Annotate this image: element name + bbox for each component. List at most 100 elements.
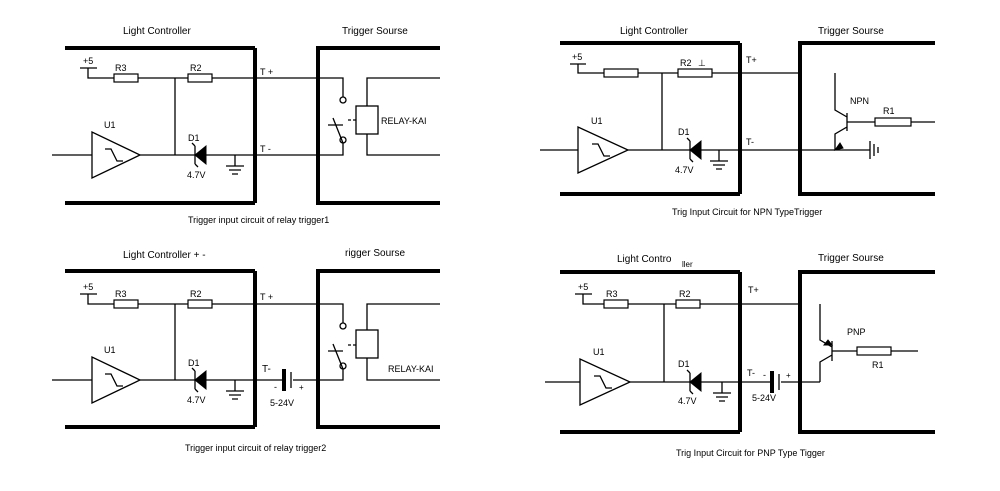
t-plus-label: T + [260, 292, 273, 302]
r2-label: R2 [190, 289, 202, 299]
d1-label: D1 [188, 358, 200, 368]
source-label: Trigger Sourse [818, 253, 884, 264]
zener-voltage: 4.7V [678, 396, 697, 406]
controller-label: Light Controller [123, 26, 191, 37]
source-enclosure [316, 269, 440, 429]
resistor-r3 [113, 73, 139, 83]
t-minus-label: T- [747, 368, 755, 378]
transistor-label: NPN [850, 96, 869, 106]
hysteresis-symbol [594, 375, 612, 389]
resistor-r3 [113, 299, 139, 309]
r1-label: R1 [883, 106, 895, 116]
source-label: Trigger Sourse [818, 26, 884, 37]
caption: Trig Input Circuit for NPN TypeTrigger [672, 207, 822, 217]
battery-voltage: 5-24V [752, 393, 776, 403]
u1-label: U1 [104, 345, 116, 355]
circuit-pnp-trigger: Light Contro ller Trigger Sourse +5 R3 R… [545, 253, 935, 458]
relay-switch [318, 303, 344, 381]
supply-label: +5 [83, 282, 93, 292]
t-minus-label: T- [262, 364, 271, 375]
ground-icon [710, 150, 728, 170]
top-wire [80, 293, 318, 305]
source-enclosure [798, 41, 935, 196]
supply-label: +5 [83, 56, 93, 66]
zener-bar [686, 137, 694, 163]
controller-label: Light Controller + - [123, 250, 206, 261]
zener-diode-d1 [194, 369, 207, 391]
source-label: Trigger Sourse [342, 26, 408, 37]
relay-label: RELAY-KAI [388, 364, 434, 374]
r3-label: R3 [115, 63, 127, 73]
r2-label: R2 [190, 63, 202, 73]
controller-label-tail: ller [682, 260, 693, 269]
t-plus-label: T+ [746, 55, 757, 65]
switch-contact [339, 96, 347, 104]
zener-voltage: 4.7V [187, 170, 206, 180]
battery-minus: - [274, 382, 277, 392]
relay-coil [355, 329, 379, 359]
hysteresis-symbol [105, 373, 123, 387]
zener-diode-d1 [689, 139, 702, 161]
controller-enclosure [560, 270, 742, 434]
battery-voltage: 5-24V [270, 398, 294, 408]
ground-icon [835, 141, 879, 159]
top-wire [575, 293, 800, 305]
zener-diode-d1 [194, 144, 207, 166]
zener-diode-d1 [689, 371, 702, 393]
u1-label: U1 [104, 120, 116, 130]
caption: Trigger input circuit of relay trigger1 [188, 215, 329, 225]
relay-label: RELAY-KAI [381, 116, 427, 126]
switch-contact [339, 136, 347, 144]
comparator-u1 [91, 130, 142, 180]
resistor-r1 [874, 117, 912, 127]
relay-switch [318, 77, 344, 156]
resistor-r3 [603, 68, 639, 78]
ground-icon [713, 382, 731, 402]
u1-label: U1 [591, 116, 603, 126]
comparator-u1 [91, 355, 142, 405]
comparator-u1 [577, 125, 630, 175]
controller-enclosure [65, 46, 257, 205]
source-enclosure [798, 270, 935, 434]
r2-mark: ⊥ [698, 58, 706, 68]
hysteresis-symbol [592, 143, 610, 157]
switch-contact [339, 362, 347, 370]
caption: Trig Input Circuit for PNP Type Tigger [676, 448, 825, 458]
circuit-relay-trigger1: Light Controller Trigger Sourse +5 R3 R2… [52, 26, 440, 225]
t-minus-label: T- [746, 137, 754, 147]
zener-bar [686, 369, 694, 395]
circuit-relay-trigger2: Light Controller + - rigger Sourse +5 R3… [52, 248, 440, 453]
controller-enclosure [560, 41, 742, 196]
source-label: rigger Sourse [345, 248, 405, 259]
resistor-r2 [677, 68, 713, 78]
resistor-r3 [603, 299, 629, 309]
controller-label: Light Controller [620, 26, 688, 37]
battery-plus: + [786, 371, 791, 380]
comparator-u1 [579, 357, 632, 407]
npn-transistor [834, 73, 848, 150]
d1-label: D1 [678, 127, 690, 137]
ground-icon [226, 380, 244, 400]
r2-label: R2 [679, 289, 691, 299]
zener-voltage: 4.7V [187, 395, 206, 405]
d1-label: D1 [678, 359, 690, 369]
battery-minus: - [763, 370, 766, 380]
supply-label: +5 [578, 282, 588, 292]
zener-bar [191, 367, 199, 393]
r3-label: R3 [606, 289, 618, 299]
caption: Trigger input circuit of relay trigger2 [185, 443, 326, 453]
resistor-r1 [856, 346, 892, 356]
switch-contact [339, 322, 347, 330]
t-minus-label: T - [260, 144, 271, 154]
relay-coil [355, 105, 379, 135]
zener-voltage: 4.7V [675, 165, 694, 175]
transistor-label: PNP [847, 327, 866, 337]
u1-label: U1 [593, 347, 605, 357]
coil-wires [366, 303, 440, 381]
zener-bar [191, 142, 199, 168]
ground-icon [226, 155, 244, 175]
emitter-arrow [822, 339, 834, 346]
hysteresis-symbol [105, 148, 123, 162]
